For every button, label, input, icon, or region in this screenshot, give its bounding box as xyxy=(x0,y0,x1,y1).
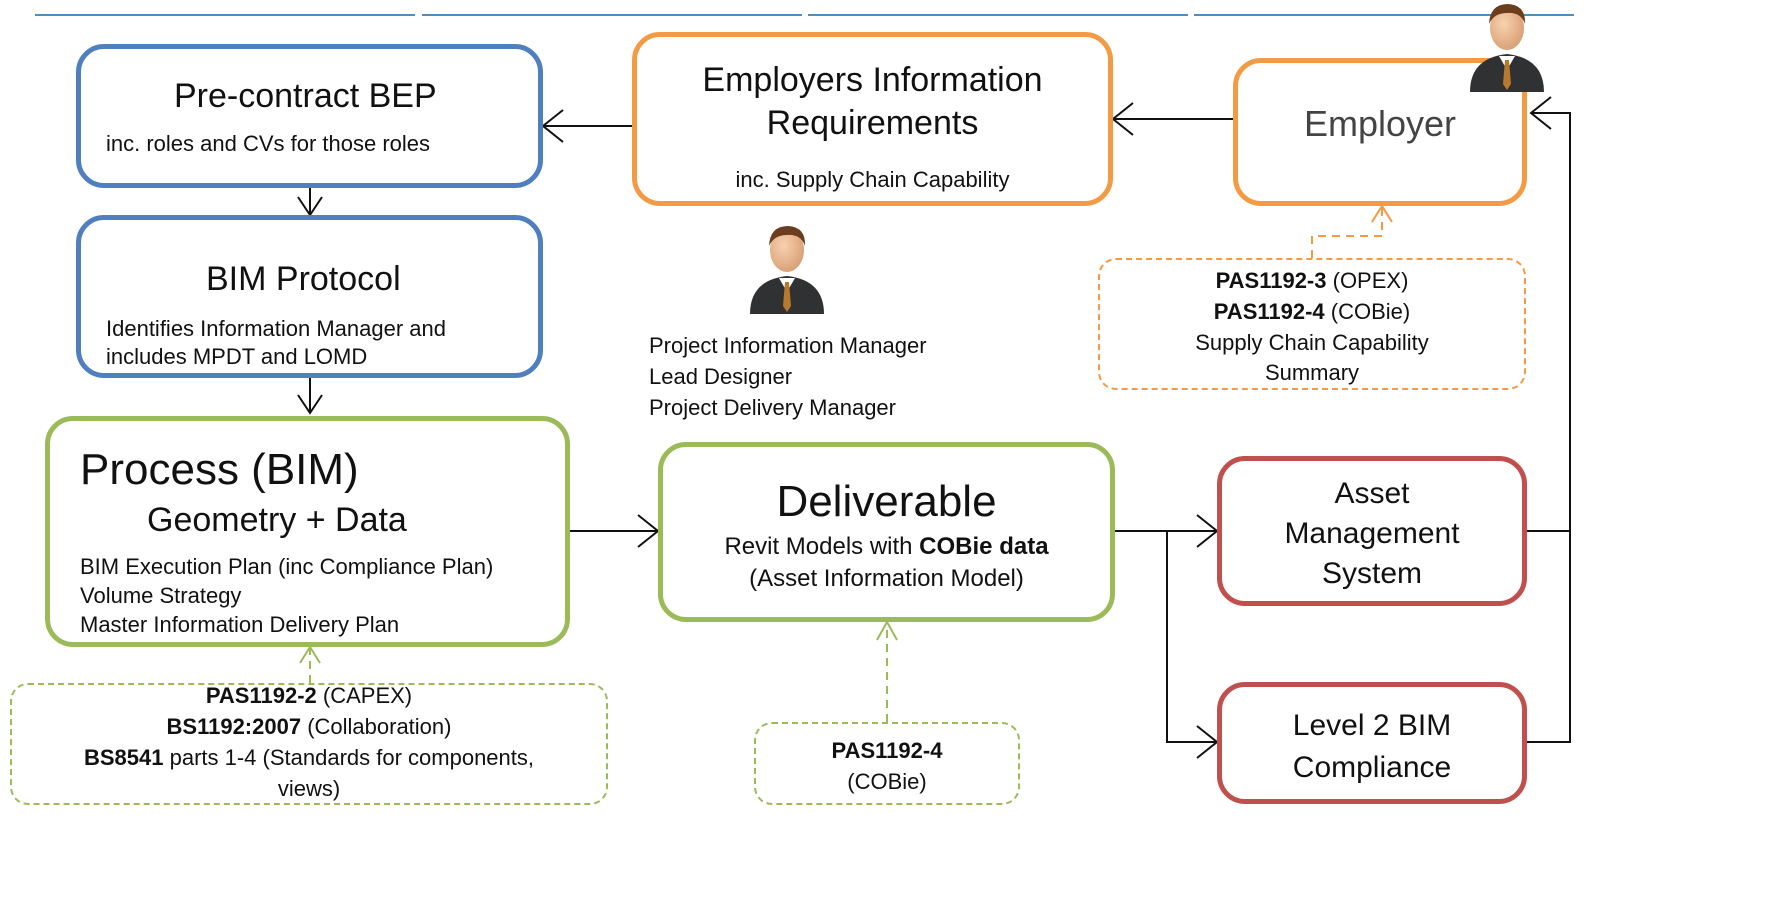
arrow-protocol-to-process xyxy=(297,378,323,415)
deliverable-standards-line1: PAS1192-4 xyxy=(831,738,943,763)
level2-line1: Level 2 BIM xyxy=(1292,709,1452,742)
eir-box: Employers Information Requirements inc. … xyxy=(632,32,1113,206)
level2-line2: Compliance xyxy=(1292,751,1452,784)
process-standards-line4: views) xyxy=(277,776,341,801)
deliverable-line1: Revit Models with COBie data xyxy=(724,533,1049,560)
bim-protocol-box: BIM Protocol Identifies Information Mana… xyxy=(76,215,543,378)
employer-standards-line2: PAS1192-4 (COBie) xyxy=(1213,299,1411,324)
eir-title-line2: Requirements xyxy=(766,104,979,142)
deliverable-box: Deliverable Revit Models with COBie data… xyxy=(658,442,1115,622)
asset-management-line3: System xyxy=(1321,557,1423,590)
pre-contract-bep-box: Pre-contract BEP inc. roles and CVs for … xyxy=(76,44,543,188)
bim-protocol-line1: Identifies Information Manager and xyxy=(106,316,446,341)
top-rule xyxy=(35,14,415,16)
deliverable-title: Deliverable xyxy=(776,477,997,526)
deliverable-standards-box: PAS1192-4 (COBie) xyxy=(754,722,1020,805)
eir-title-line1: Employers Information xyxy=(702,61,1043,99)
process-line2: Volume Strategy xyxy=(80,583,242,608)
arrow-return-to-employer xyxy=(1527,96,1571,743)
role-project-information-manager: Project Information Manager xyxy=(649,333,927,358)
employer-standards-line1: PAS1192-3 (OPEX) xyxy=(1215,268,1409,293)
person-icon xyxy=(1466,0,1548,97)
employer-standards-line4: Summary xyxy=(1264,360,1360,385)
process-standards-box: PAS1192-2 (CAPEX) BS1192:2007 (Collabora… xyxy=(10,683,608,805)
top-rule xyxy=(422,14,802,16)
arrow-deliverable-to-level2 xyxy=(1166,531,1219,759)
arrow-bep-to-protocol xyxy=(297,188,323,217)
deliverable-standards-line2: (COBie) xyxy=(847,769,927,794)
asset-management-line2: Management xyxy=(1284,517,1460,550)
asset-management-line1: Asset xyxy=(1334,477,1410,510)
arrow-employer-to-eir xyxy=(1111,102,1233,136)
pre-contract-bep-subtitle: inc. roles and CVs for those roles xyxy=(106,131,431,156)
arrow-process-to-deliverable xyxy=(570,514,660,548)
eir-subtitle: inc. Supply Chain Capability xyxy=(735,167,1010,192)
process-standards-line3: BS8541 parts 1-4 (Standards for componen… xyxy=(83,745,535,770)
bim-protocol-title: BIM Protocol xyxy=(206,260,401,298)
employer-standards-box: PAS1192-3 (OPEX) PAS1192-4 (COBie) Suppl… xyxy=(1098,258,1526,390)
process-standards-line1: PAS1192-2 (CAPEX) xyxy=(205,683,413,708)
employer-standards-line3: Supply Chain Capability xyxy=(1195,330,1429,355)
role-lead-designer: Lead Designer xyxy=(649,364,793,389)
level2-compliance-box: Level 2 BIM Compliance xyxy=(1217,682,1527,804)
pre-contract-bep-title: Pre-contract BEP xyxy=(174,77,437,115)
arrow-eir-to-bep xyxy=(541,109,632,143)
employer-title: Employer xyxy=(1303,103,1457,144)
process-standards-line2: BS1192:2007 (Collaboration) xyxy=(166,714,452,739)
arrow-standards-to-employer xyxy=(1311,206,1383,258)
employer-box: Employer xyxy=(1233,58,1527,206)
deliverable-line2: (Asset Information Model) xyxy=(749,565,1024,592)
top-rule xyxy=(1194,14,1574,16)
process-box: Process (BIM) Geometry + Data BIM Execut… xyxy=(45,416,570,647)
bim-protocol-line2: includes MPDT and LOMD xyxy=(106,344,368,369)
process-line1: BIM Execution Plan (inc Compliance Plan) xyxy=(80,554,494,579)
process-line3: Master Information Delivery Plan xyxy=(80,612,400,637)
role-project-delivery-manager: Project Delivery Manager xyxy=(649,395,896,420)
top-rule xyxy=(808,14,1188,16)
person-icon xyxy=(746,222,828,319)
asset-management-box: Asset Management System xyxy=(1217,456,1527,606)
process-subtitle: Geometry + Data xyxy=(147,501,407,539)
process-title: Process (BIM) xyxy=(80,445,359,494)
